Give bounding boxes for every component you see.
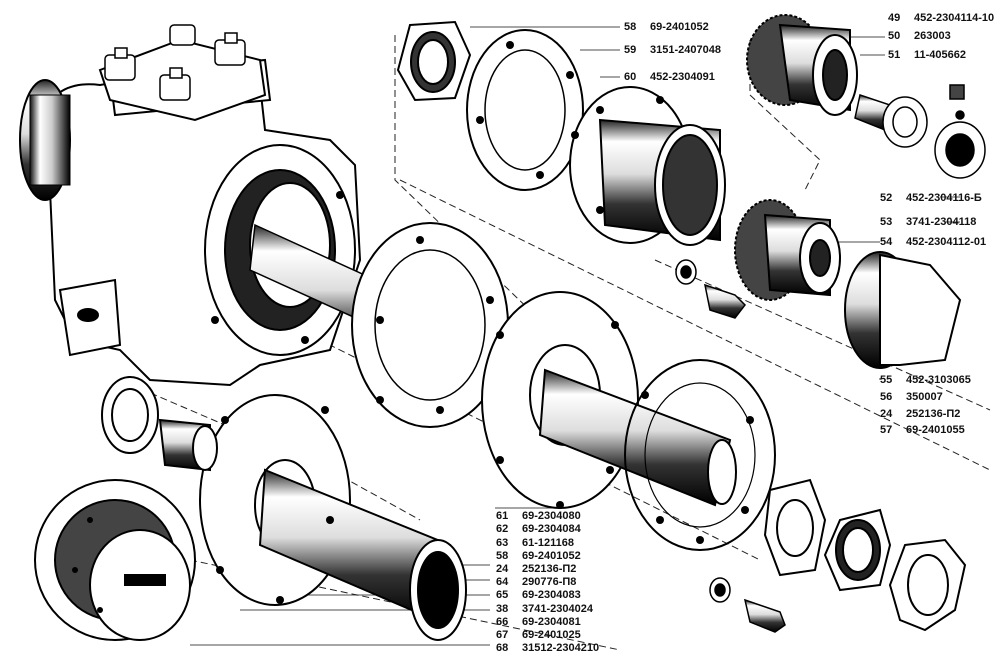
small-parts-top-right — [854, 84, 986, 179]
gasket-59 — [466, 29, 584, 191]
flange-gasket-center — [351, 222, 509, 428]
gear-49 — [746, 14, 858, 116]
hub-flange-66 — [199, 394, 467, 641]
cap-55 — [844, 251, 962, 369]
bolt-holes — [72, 41, 754, 613]
ring-and-bushing — [101, 376, 218, 472]
freewheel-hub-68 — [34, 479, 196, 641]
housing-bolts — [104, 24, 246, 101]
hub-flange-61 — [481, 291, 737, 509]
hub-flange-60 — [569, 86, 726, 246]
bolt-washer-bottom — [709, 577, 786, 633]
gear-54 — [734, 199, 841, 301]
nut-and-lock-plates — [763, 478, 967, 632]
gasket-62 — [624, 359, 776, 551]
bolt-washer-mid — [675, 259, 746, 319]
hex-nut-58-top — [396, 20, 472, 102]
